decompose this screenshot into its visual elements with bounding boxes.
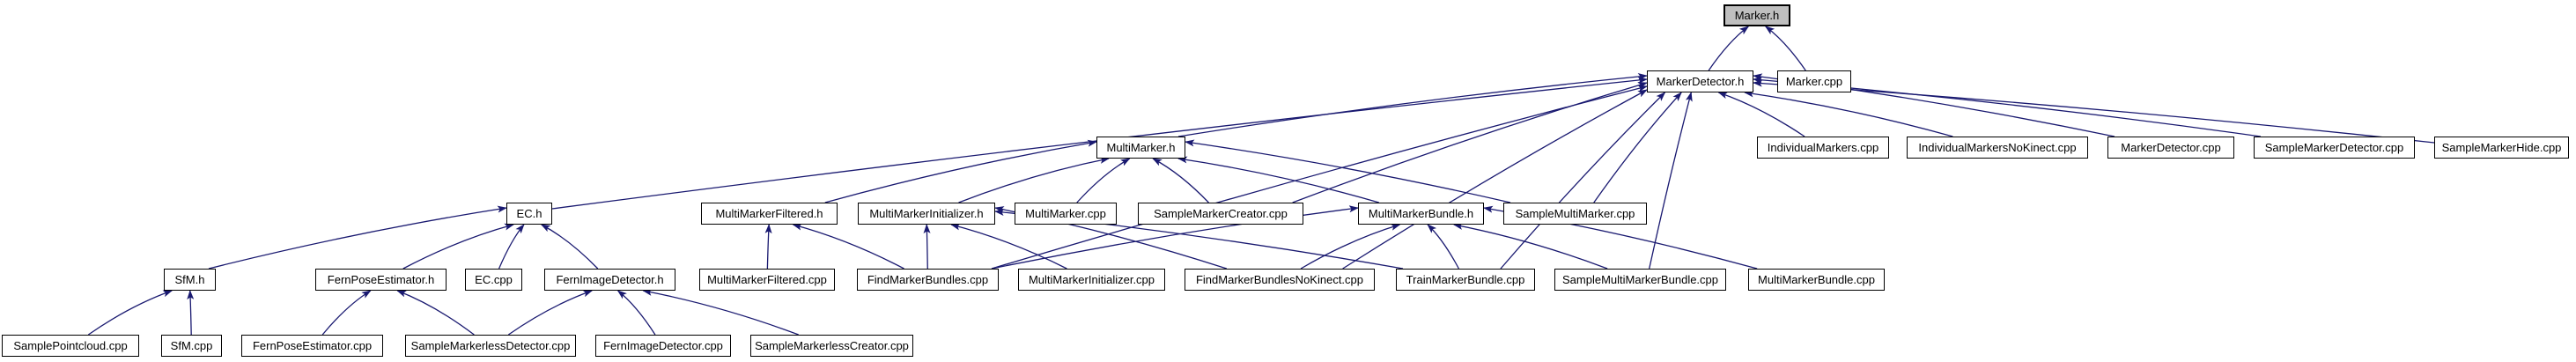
include-edge (540, 224, 599, 270)
graph-node-samplemarkerlesscreator-cpp[interactable]: SampleMarkerlessCreator.cpp (750, 335, 913, 357)
include-edge (991, 205, 1359, 270)
graph-node-fernimagedetector-cpp[interactable]: FernImageDetector.cpp (595, 335, 731, 357)
graph-node-multimarkerbundle-h[interactable]: MultiMarkerBundle.h (1358, 203, 1484, 225)
graph-node-fernposeestimator-cpp[interactable]: FernPoseEstimator.cpp (241, 335, 383, 357)
include-edge (1177, 73, 1648, 137)
graph-node-findmarkerbundlesnokinect-cpp[interactable]: FindMarkerBundlesNoKinect.cpp (1185, 269, 1375, 291)
include-edge (950, 223, 1067, 270)
include-edge (1076, 158, 1131, 203)
graph-node-samplemultimarkerbundle-cpp[interactable]: SampleMultiMarkerBundle.cpp (1554, 269, 1726, 291)
include-edge (1152, 158, 1209, 203)
include-edge (642, 288, 799, 336)
include-edge (1744, 90, 1953, 137)
include-edge (87, 290, 173, 336)
include-edge (764, 224, 772, 270)
include-edge (1292, 82, 1648, 203)
graph-node-marker-h[interactable]: Marker.h (1723, 4, 1790, 26)
graph-node-samplemarkerdetector-cpp[interactable]: SampleMarkerDetector.cpp (2254, 137, 2415, 159)
graph-node-fernposeestimator-h[interactable]: FernPoseEstimator.h (315, 269, 447, 291)
include-edge (923, 224, 931, 270)
graph-node-samplemarkerhide-cpp[interactable]: SampleMarkerHide.cpp (2434, 137, 2569, 159)
include-edge (498, 224, 525, 270)
include-edge (1764, 26, 1806, 71)
include-edge (958, 157, 1110, 203)
include-edge (402, 223, 514, 270)
graph-node-sfm-h[interactable]: SfM.h (164, 269, 216, 291)
graph-node-multimarker-h[interactable]: MultiMarker.h (1096, 137, 1185, 159)
include-edge (208, 205, 507, 270)
include-edge (1177, 156, 1379, 203)
graph-node-samplepointcloud-cpp[interactable]: SamplePointcloud.cpp (2, 335, 139, 357)
graph-node-multimarkerbundle-cpp[interactable]: MultiMarkerBundle.cpp (1748, 269, 1885, 291)
include-edge (1500, 92, 1666, 270)
graph-node-markerdetector-h[interactable]: MarkerDetector.h (1647, 70, 1753, 92)
graph-node-ec-cpp[interactable]: EC.cpp (465, 269, 522, 291)
include-edge (1185, 139, 1511, 203)
graph-node-sfm-cpp[interactable]: SfM.cpp (161, 335, 222, 357)
graph-node-samplemarkercreator-cpp[interactable]: SampleMarkerCreator.cpp (1138, 203, 1303, 225)
include-edge (1452, 222, 1608, 270)
include-edge (792, 223, 904, 270)
graph-node-ec-h[interactable]: EC.h (506, 203, 552, 225)
include-edge (991, 85, 1648, 270)
graph-node-multimarker-cpp[interactable]: MultiMarker.cpp (1015, 203, 1117, 225)
graph-node-samplemarkerlessdetector-cpp[interactable]: SampleMarkerlessDetector.cpp (405, 335, 576, 357)
graph-node-markerdetector-cpp[interactable]: MarkerDetector.cpp (2107, 137, 2234, 159)
include-edge (1593, 92, 1682, 203)
include-edge (1427, 224, 1460, 270)
include-edge (507, 290, 594, 336)
graph-node-individualmarkersnokinect-cpp[interactable]: IndividualMarkersNoKinect.cpp (1907, 137, 2088, 159)
include-edge (396, 290, 475, 336)
include-edge (321, 290, 372, 336)
graph-node-trainmarkerbundle-cpp[interactable]: TrainMarkerBundle.cpp (1396, 269, 1535, 291)
include-edge (187, 290, 195, 336)
graph-node-individualmarkers-cpp[interactable]: IndividualMarkers.cpp (1757, 137, 1889, 159)
graph-node-multimarkerfiltered-cpp[interactable]: MultiMarkerFiltered.cpp (699, 269, 835, 291)
include-edge (1342, 89, 1648, 270)
graph-node-samplemultimarker-cpp[interactable]: SampleMultiMarker.cpp (1503, 203, 1647, 225)
graph-node-multimarkerinitializer-cpp[interactable]: MultiMarkerInitializer.cpp (1018, 269, 1165, 291)
include-edge (1649, 92, 1693, 270)
graph-node-marker-cpp[interactable]: Marker.cpp (1777, 70, 1851, 92)
graph-node-findmarkerbundles-cpp[interactable]: FindMarkerBundles.cpp (857, 269, 999, 291)
include-edge (824, 139, 1097, 203)
include-edge (1717, 92, 1805, 137)
graph-node-multimarkerinitializer-h[interactable]: MultiMarkerInitializer.h (858, 203, 995, 225)
graph-node-fernimagedetector-h[interactable]: FernImageDetector.h (544, 269, 675, 291)
include-edge (1708, 26, 1750, 71)
graph-node-multimarkerfiltered-h[interactable]: MultiMarkerFiltered.h (701, 203, 838, 225)
include-edge (616, 290, 656, 336)
include-edge (1300, 224, 1401, 270)
